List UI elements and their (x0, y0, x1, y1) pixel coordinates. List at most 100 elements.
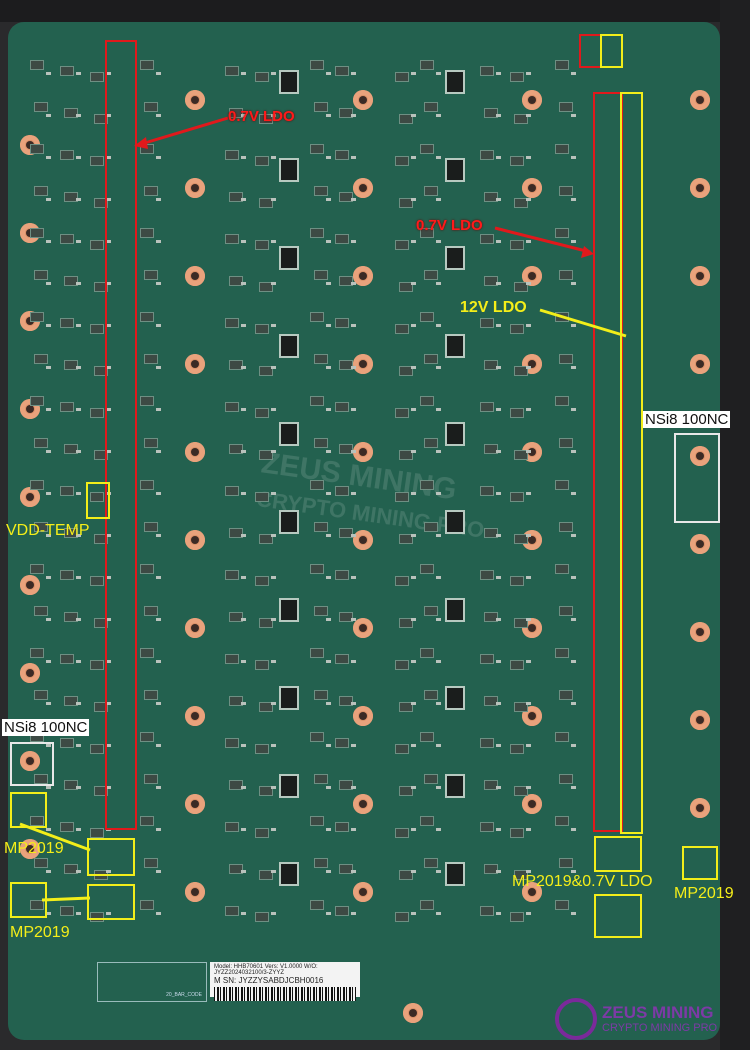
component (335, 318, 349, 328)
component (225, 570, 239, 580)
component (140, 648, 154, 658)
smd-part (351, 366, 356, 369)
smd-part (351, 198, 356, 201)
smd-part (156, 744, 161, 747)
component (339, 864, 353, 874)
smd-part (326, 870, 331, 873)
smd-part (436, 912, 441, 915)
component (229, 864, 243, 874)
component (30, 396, 44, 406)
component (255, 156, 269, 166)
smd-part (76, 450, 81, 453)
component (420, 60, 434, 70)
component (420, 480, 434, 490)
nsi8-left-box (10, 742, 54, 786)
label-mp2019-right: MP2019 (674, 885, 734, 902)
smd-part (526, 786, 531, 789)
smd-part (411, 450, 416, 453)
smd-part (106, 618, 111, 621)
component (484, 696, 498, 706)
smd-part (106, 534, 111, 537)
smd-part (326, 240, 331, 243)
power-chip (279, 598, 299, 622)
smd-part (271, 576, 276, 579)
mounting-hole (690, 354, 710, 374)
smd-part (411, 366, 416, 369)
component (559, 270, 573, 280)
mounting-hole (690, 622, 710, 642)
smd-part (326, 492, 331, 495)
smd-part (76, 618, 81, 621)
smd-part (526, 912, 531, 915)
label-mp2019-left-1: MP2019 (4, 840, 64, 857)
component (395, 408, 409, 418)
mounting-hole (353, 618, 373, 638)
component (90, 240, 104, 250)
component (64, 192, 78, 202)
component (510, 492, 524, 502)
smd-part (496, 576, 501, 579)
component (259, 198, 273, 208)
smd-part (46, 786, 51, 789)
component (510, 72, 524, 82)
smd-part (241, 660, 246, 663)
component (94, 198, 108, 208)
smd-part (571, 72, 576, 75)
smd-part (156, 366, 161, 369)
mounting-hole (185, 178, 205, 198)
smd-part (351, 534, 356, 537)
component (395, 660, 409, 670)
arrow-mp2019-2 (41, 896, 91, 902)
smd-part (271, 156, 276, 159)
smd-part (411, 72, 416, 75)
smd-part (76, 282, 81, 285)
smd-part (326, 828, 331, 831)
component (339, 192, 353, 202)
component (480, 66, 494, 76)
mounting-hole (690, 90, 710, 110)
smd-part (241, 744, 246, 747)
component (339, 780, 353, 790)
component (480, 738, 494, 748)
mounting-hole (353, 530, 373, 550)
smd-part (241, 912, 246, 915)
smd-part (76, 492, 81, 495)
component (225, 486, 239, 496)
smd-part (76, 156, 81, 159)
smd-part (156, 576, 161, 579)
smd-part (571, 660, 576, 663)
smd-part (46, 156, 51, 159)
component (60, 570, 74, 580)
component (310, 480, 324, 490)
component (60, 486, 74, 496)
smd-part (436, 534, 441, 537)
component (144, 186, 158, 196)
mounting-hole (20, 663, 40, 683)
component (510, 240, 524, 250)
component (339, 696, 353, 706)
label-nsi8-left: NSi8 100NC (2, 719, 90, 736)
component (424, 186, 438, 196)
smd-part (271, 324, 276, 327)
component (514, 618, 528, 628)
smd-part (271, 786, 276, 789)
mounting-hole (353, 882, 373, 902)
smd-part (241, 576, 246, 579)
smd-part (436, 324, 441, 327)
smd-part (526, 870, 531, 873)
component (399, 450, 413, 460)
smd-part (526, 744, 531, 747)
smd-part (411, 744, 416, 747)
component (64, 360, 78, 370)
component (314, 774, 328, 784)
smd-part (436, 366, 441, 369)
smd-part (496, 366, 501, 369)
component (514, 114, 528, 124)
mounting-hole (690, 266, 710, 286)
component (335, 906, 349, 916)
component (310, 900, 324, 910)
smd-part (526, 702, 531, 705)
smd-part (156, 660, 161, 663)
component (144, 438, 158, 448)
component (310, 396, 324, 406)
